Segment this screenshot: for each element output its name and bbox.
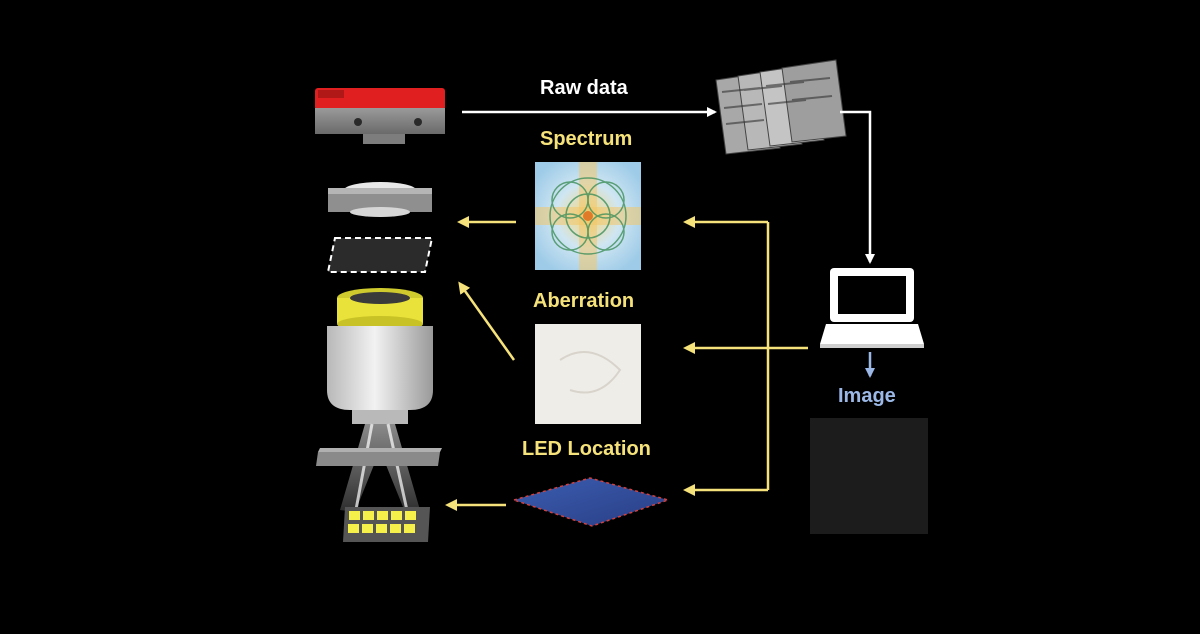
reconstructed-image: [810, 418, 928, 534]
objective-lens: [327, 288, 433, 424]
raw-data-label: Raw data: [540, 77, 628, 99]
sample-slide: [316, 448, 442, 466]
tube-lens: [328, 182, 432, 217]
led-array: [343, 507, 430, 542]
led-location-panel: [511, 477, 671, 527]
stack-to-laptop-arrow: [840, 110, 875, 264]
spectrum-label: Spectrum: [540, 128, 633, 150]
light-beams: [340, 423, 420, 516]
aberration-label: Aberration: [533, 290, 635, 312]
aberration-panel: [535, 324, 641, 424]
pupil-plane: [326, 237, 434, 273]
spectrum-panel: [535, 162, 641, 270]
aberration-to-pupil-arrow: [458, 281, 516, 361]
raw-image-stack: [715, 59, 847, 155]
camera: [315, 88, 445, 144]
laptop: [820, 268, 924, 348]
led-location-label: LED Location: [522, 438, 651, 460]
image-label: Image: [838, 385, 896, 407]
feedback-loop: [445, 216, 808, 511]
